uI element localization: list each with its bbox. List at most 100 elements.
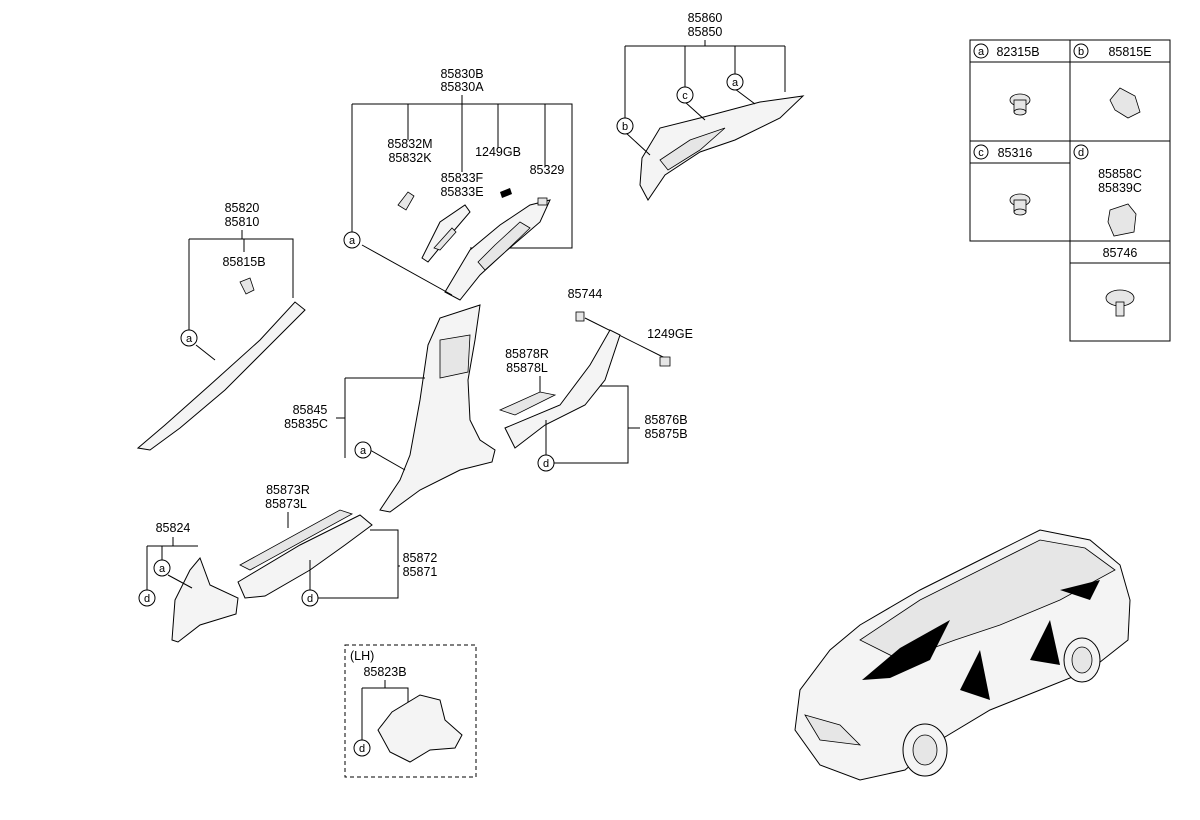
svg-text:a: a [159, 563, 166, 575]
front-sill-trim [237, 514, 373, 599]
scuff-plate-front [239, 509, 353, 571]
callout-b-1: b [616, 117, 634, 135]
label-85876B: 85876B [644, 413, 687, 427]
callout-d-2: d [301, 589, 319, 607]
legend-b: b 85815E [1073, 43, 1152, 119]
leader [361, 244, 453, 296]
leader [195, 344, 216, 361]
svg-text:c: c [978, 147, 984, 159]
b-pillar-upper-cover [421, 204, 471, 263]
label-85833E: 85833E [440, 185, 483, 199]
leader-lines [624, 40, 786, 120]
group-85845: 85845 85835C [284, 304, 496, 513]
push-pin-icon [1009, 193, 1031, 216]
label-85872: 85872 [403, 551, 438, 565]
screw-icon [659, 356, 671, 367]
leader [584, 317, 666, 359]
label-85329: 85329 [530, 163, 565, 177]
label-85860: 85860 [688, 11, 723, 25]
legend-c: c 85316 [973, 144, 1033, 216]
belt-opening [439, 334, 471, 379]
callout-d-3: d [138, 589, 156, 607]
label-85845: 85845 [293, 403, 328, 417]
label-85833F: 85833F [441, 171, 484, 185]
label-85878R: 85878R [505, 347, 549, 361]
pillar-marks [1030, 620, 1060, 665]
leader [167, 574, 193, 589]
label-1249GE: 1249GE [647, 327, 693, 341]
label-85832K: 85832K [388, 151, 432, 165]
label-85832M: 85832M [387, 137, 432, 151]
label-85744: 85744 [568, 287, 603, 301]
svg-text:b: b [1078, 46, 1084, 58]
legend-e: 85746 [1103, 246, 1138, 317]
cover-slot [433, 227, 457, 251]
svg-text:a: a [349, 235, 356, 247]
legend-table: a 82315B b 85815E c 85316 d 85858C 85839… [969, 39, 1171, 342]
callout-d-4: d [353, 739, 371, 757]
legend-c-part: 85316 [998, 146, 1033, 160]
group-lh-85823B: (LH) 85823B [344, 644, 477, 778]
screw-icon [500, 188, 512, 198]
rear-window-marks [1060, 580, 1100, 600]
label-85871: 85871 [403, 565, 438, 579]
label-lh: (LH) [350, 649, 374, 663]
rear-sill-trim [504, 329, 621, 449]
svg-text:d: d [359, 743, 365, 755]
leader-lines [351, 95, 573, 249]
label-85823B: 85823B [363, 665, 406, 679]
legend-b-part: 85815E [1108, 45, 1151, 59]
leader-lines [545, 385, 640, 464]
svg-text:a: a [732, 77, 739, 89]
group-85824: 85824 [146, 521, 239, 643]
scuff-plate-rear [498, 391, 557, 416]
lh-cowl-trim [377, 694, 463, 763]
group-85876: 85744 1249GE 85878R 85878L 85876B 85875B [498, 287, 693, 464]
label-85815B: 85815B [222, 255, 265, 269]
group-85860: 85860 85850 [624, 11, 805, 201]
leader-lines [361, 680, 409, 740]
leader-lines [146, 537, 198, 590]
cowl-side-trim [171, 557, 239, 643]
table-extra-cell [1069, 240, 1171, 342]
callout-a-3: a [180, 329, 198, 347]
label-85875B: 85875B [644, 427, 687, 441]
callout-a-5: a [153, 559, 171, 577]
label-1249GB: 1249GB [475, 145, 521, 159]
svg-text:d: d [1078, 147, 1084, 159]
label-85810: 85810 [225, 215, 260, 229]
leader [684, 101, 706, 121]
leader-lines [188, 230, 294, 330]
legend-e-part: 85746 [1103, 246, 1138, 260]
clip-85744 [575, 311, 585, 322]
clip-icon [239, 277, 255, 295]
legend-a-part: 82315B [996, 45, 1039, 59]
a-pillar-trim [136, 301, 306, 451]
clip-85329 [537, 197, 548, 206]
svg-text:b: b [622, 121, 628, 133]
car-illustration [794, 529, 1131, 781]
label-85850: 85850 [688, 25, 723, 39]
svg-text:a: a [360, 445, 367, 457]
group-85830: 85830B 85830A 85832M 85832K 85833F 85833… [351, 67, 573, 301]
retainer-icon [1107, 203, 1137, 237]
label-85878L: 85878L [506, 361, 548, 375]
leader-lines [336, 377, 425, 471]
callout-a-1: a [726, 73, 744, 91]
leader [734, 88, 756, 105]
b-pillar-lower-trim [379, 304, 496, 513]
legend-d-part1: 85858C [1098, 167, 1142, 181]
label-85873R: 85873R [266, 483, 310, 497]
label-85830B: 85830B [440, 67, 483, 81]
legend-a: a 82315B [973, 43, 1040, 116]
label-85830A: 85830A [440, 80, 484, 94]
callout-a-2: a [343, 231, 361, 249]
callout-c-1: c [676, 86, 694, 104]
c-pillar-trim-inner [659, 127, 726, 171]
svg-text:c: c [682, 90, 688, 102]
push-pin-icon [1105, 289, 1135, 317]
label-85820: 85820 [225, 201, 260, 215]
svg-text:d: d [307, 593, 313, 605]
leader [624, 131, 651, 156]
